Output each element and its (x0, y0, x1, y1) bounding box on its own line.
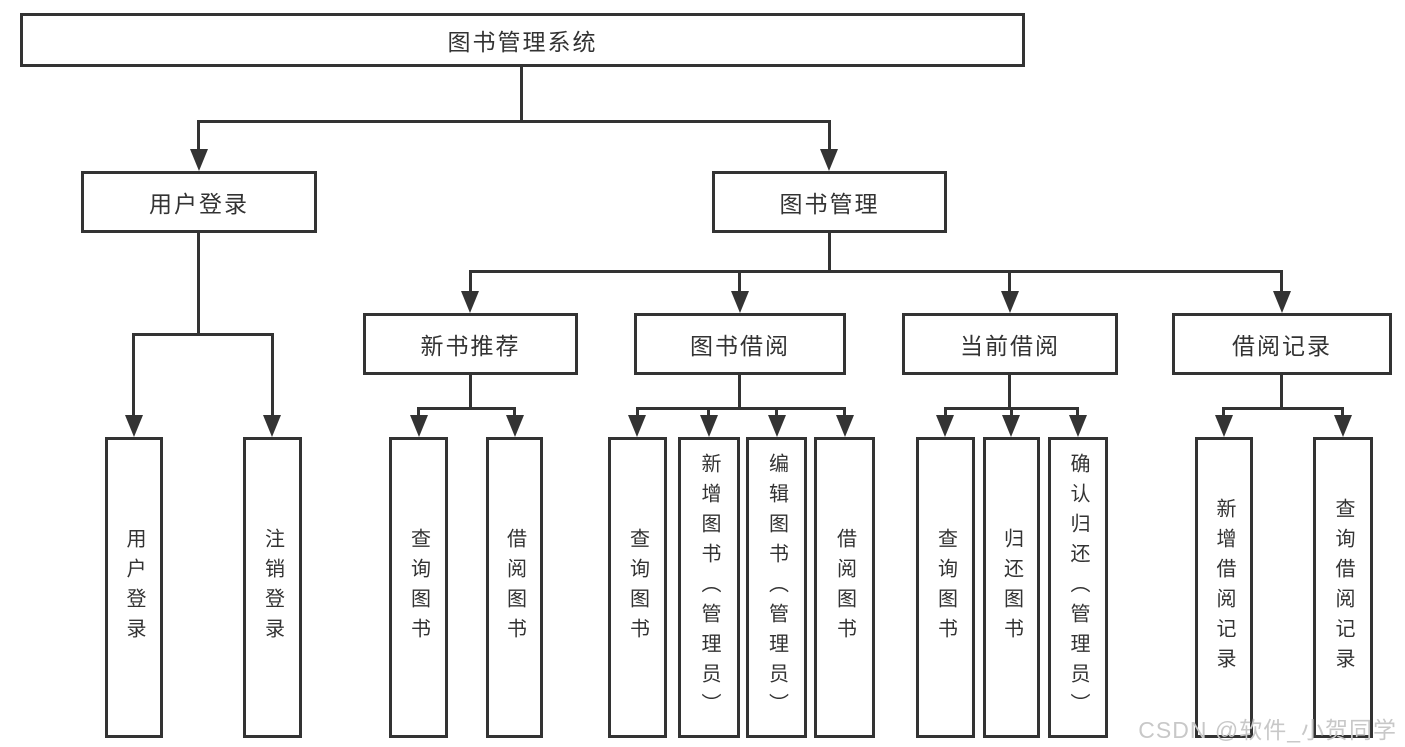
arrow-down-icon (936, 415, 954, 437)
connector-line (1222, 407, 1344, 410)
node-book-management: 图书管理 (712, 171, 947, 233)
leaf-current-query: 查询图书 (916, 437, 975, 738)
connector-line (828, 233, 831, 272)
arrow-down-icon (836, 415, 854, 437)
connector-line (197, 120, 831, 123)
arrow-down-icon (1334, 415, 1352, 437)
arrow-down-icon (700, 415, 718, 437)
connector-line (132, 333, 274, 336)
arrow-down-icon (1002, 415, 1020, 437)
leaf-borrow-query: 查询图书 (608, 437, 667, 738)
leaf-borrow-query-label: 查询图书 (626, 527, 649, 648)
connector-line (197, 120, 200, 150)
leaf-borrow-edit: 编辑图书（管理员） (746, 437, 807, 738)
leaf-borrow-add: 新增图书（管理员） (678, 437, 740, 738)
connector-line (417, 407, 516, 410)
arrow-down-icon (820, 149, 838, 171)
connector-line (828, 120, 831, 150)
connector-line (469, 375, 472, 410)
leaf-borrow-add-label: 新增图书（管理员） (698, 452, 720, 723)
arrow-down-icon (125, 415, 143, 437)
arrow-down-icon (461, 291, 479, 313)
node-new-book-recommend-label: 新书推荐 (420, 333, 521, 359)
connector-line (469, 270, 472, 296)
node-borrow-record-label: 借阅记录 (1232, 333, 1332, 359)
leaf-record-query: 查询借阅记录 (1313, 437, 1373, 738)
leaf-borrow-book-label: 借阅图书 (833, 527, 856, 648)
node-current-borrow: 当前借阅 (902, 313, 1118, 375)
node-user-login-label: 用户登录 (149, 191, 249, 217)
leaf-logout-label: 注销登录 (261, 527, 284, 648)
connector-line (1280, 270, 1283, 296)
connector-line (469, 270, 1282, 273)
leaf-current-query-label: 查询图书 (934, 527, 957, 648)
node-new-book-recommend: 新书推荐 (363, 313, 578, 375)
connector-line (1010, 407, 1013, 419)
leaf-record-add-label: 新增借阅记录 (1213, 497, 1235, 678)
arrow-down-icon (1273, 291, 1291, 313)
node-borrow-record: 借阅记录 (1172, 313, 1392, 375)
arrow-down-icon (628, 415, 646, 437)
connector-line (1222, 407, 1225, 419)
csdn-watermark: CSDN @软件_小贺同学 (1138, 717, 1397, 743)
leaf-newbook-query: 查询图书 (389, 437, 448, 738)
connector-line (1008, 375, 1011, 410)
connector-line (707, 407, 710, 419)
connector-line (738, 270, 741, 296)
connector-line (944, 407, 947, 419)
node-book-borrow-label: 图书借阅 (690, 333, 790, 359)
leaf-borrow-book: 借阅图书 (814, 437, 875, 738)
node-book-borrow: 图书借阅 (634, 313, 846, 375)
leaf-newbook-query-label: 查询图书 (407, 527, 430, 648)
arrow-down-icon (1215, 415, 1233, 437)
arrow-down-icon (190, 149, 208, 171)
leaf-user-login: 用户登录 (105, 437, 163, 738)
connector-line (843, 407, 846, 419)
connector-line (1076, 407, 1079, 419)
connector-line (636, 407, 845, 410)
connector-line (1341, 407, 1344, 419)
connector-line (738, 375, 741, 410)
connector-line (636, 407, 639, 419)
connector-line (132, 333, 135, 417)
node-root-label: 图书管理系统 (447, 29, 598, 55)
connector-line (271, 333, 274, 417)
connector-line (197, 233, 200, 336)
leaf-current-return-label: 归还图书 (1000, 527, 1023, 648)
connector-line (775, 407, 778, 419)
leaf-logout: 注销登录 (243, 437, 302, 738)
node-book-management-label: 图书管理 (779, 191, 880, 217)
arrow-down-icon (263, 415, 281, 437)
leaf-newbook-borrow: 借阅图书 (486, 437, 543, 738)
leaf-record-query-label: 查询借阅记录 (1332, 497, 1354, 678)
connector-line (1280, 375, 1283, 410)
leaf-record-add: 新增借阅记录 (1195, 437, 1253, 738)
connector-line (513, 407, 516, 419)
connector-line (520, 66, 523, 122)
leaf-user-login-label: 用户登录 (123, 527, 145, 648)
leaf-current-return: 归还图书 (983, 437, 1040, 738)
node-user-login: 用户登录 (81, 171, 317, 233)
leaf-current-confirm: 确认归还（管理员） (1048, 437, 1108, 738)
arrow-down-icon (768, 415, 786, 437)
leaf-current-confirm-label: 确认归还（管理员） (1067, 452, 1089, 723)
leaf-borrow-edit-label: 编辑图书（管理员） (765, 452, 788, 723)
node-root: 图书管理系统 (20, 13, 1025, 67)
arrow-down-icon (1069, 415, 1087, 437)
arrow-down-icon (731, 291, 749, 313)
connector-line (1008, 270, 1011, 296)
arrow-down-icon (1001, 291, 1019, 313)
leaf-newbook-borrow-label: 借阅图书 (503, 527, 526, 648)
arrow-down-icon (410, 415, 428, 437)
connector-line (417, 407, 420, 419)
arrow-down-icon (506, 415, 524, 437)
node-current-borrow-label: 当前借阅 (960, 333, 1060, 359)
